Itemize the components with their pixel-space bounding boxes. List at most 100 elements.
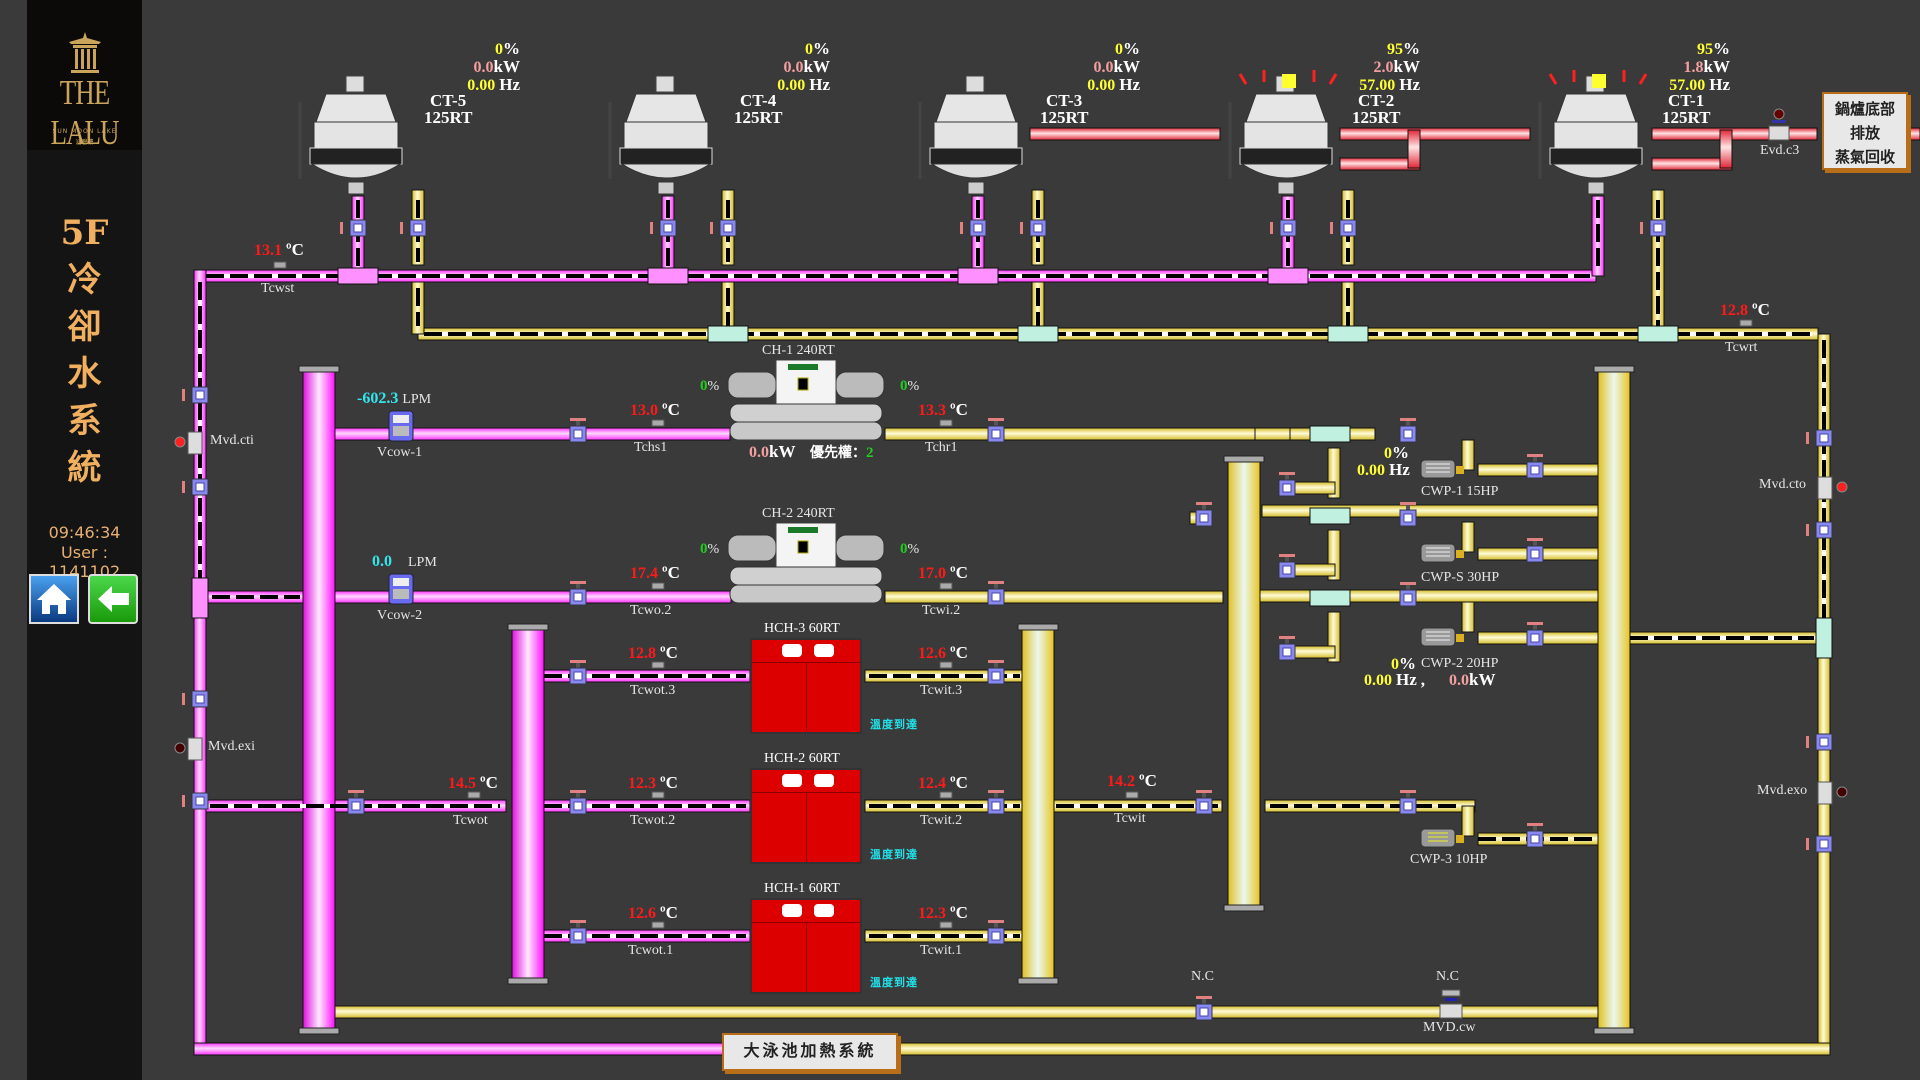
tcwit3-readout: 12.6 ºC [918,643,968,662]
ch1-left-load: 0% [700,378,720,394]
hch2-status: 溫度到達 [870,848,918,861]
pipe-bottom-return [193,1042,725,1056]
tcwit2-label: Tcwit.2 [920,813,963,828]
ct3-name: CT-3 [1046,91,1083,110]
cwp2-percent: 0% [1391,654,1416,673]
cooling-tower-ct3 [918,74,1024,196]
tcwi2-label: Tcwi.2 [922,603,961,618]
pump-cwp1-icon[interactable] [1420,458,1464,480]
logo-name: THE LALU [50,72,120,152]
motorized-valve-mvd-cti-icon[interactable] [174,428,208,456]
tcwst-label: Tcwst [261,281,295,296]
motorized-valve-mvd-exo-icon[interactable] [1814,778,1848,806]
mvd-cti-label: Mvd.cti [210,433,254,448]
tchs1-label: Tchs1 [634,440,668,455]
ct2-capacity: 125RT [1352,108,1401,127]
tcwot-label: Tcwot [453,813,488,828]
tchr1-readout: 13.3 ºC [918,400,968,419]
ct1-readout: 95% 1.8kW 57.00 Hz [1669,39,1730,94]
ch1-right-load: 0% [900,378,920,394]
flowmeter-vcow2-icon[interactable] [388,573,414,607]
hch3-name: HCH-3 60RT [764,621,840,636]
ch2-name: CH-2 240RT [762,506,835,521]
ct5-capacity: 125RT [424,108,473,127]
hch1-name: HCH-1 60RT [764,881,840,896]
chiller-ch2[interactable] [726,523,886,603]
motorized-valve-mvd-exi-icon[interactable] [174,734,208,762]
ct5-name: CT-5 [430,91,467,110]
tcwot2-label: Tcwot.2 [630,813,676,828]
vcow1-label: Vcow-1 [377,445,423,460]
pump-cwp3-icon[interactable] [1420,827,1464,849]
pavilion-logo-icon [69,32,101,73]
boiler-box-line: 蒸氣回收 [1834,148,1895,166]
boiler-steam-recovery-box[interactable]: 鍋爐底部 排放 蒸氣回收 [1822,92,1908,170]
nc-label: N.C [1436,969,1459,984]
cooling-tower-ct5 [298,74,404,196]
pump-cwp2-icon[interactable] [1420,626,1464,648]
ch1-priority: 優先權：2 [810,445,874,461]
ct3-readout: 0% 0.0kW 0.00 Hz [1087,39,1140,94]
tcwrt-readout: 12.8 ºC [1720,300,1770,319]
fan-running-indicator [1282,74,1606,88]
tcwrt-label: Tcwrt [1725,340,1758,355]
cooling-tower-ct4 [608,74,714,196]
tcwst-readout: 13.1 ºC [254,240,304,259]
pool-heating-system-box[interactable]: 大泳池加熱系統 [722,1033,898,1071]
tcwit1-label: Tcwit.1 [920,943,963,958]
floor-title: 5F [60,213,109,253]
title-char: 水 [67,354,102,394]
sidebar [27,0,142,1080]
tcwit2-readout: 12.4 ºC [918,773,968,792]
cwp1-label: CWP-1 15HP [1421,484,1499,499]
flowmeter-vcow1-icon[interactable] [388,410,414,444]
cwp1-percent: 0% [1384,443,1409,462]
heat-chiller-hch3[interactable] [750,638,862,734]
tcwot1-readout: 12.6 ºC [628,903,678,922]
ct4-readout: 0% 0.0kW 0.00 Hz [777,39,830,94]
mvd-cto-label: Mvd.cto [1759,477,1807,492]
heat-chiller-hch2[interactable] [750,768,862,864]
running-spark-icon [1238,70,1648,85]
ch2-left-load: 0% [700,541,720,557]
tcwot-readout: 14.5 ºC [448,773,498,792]
ct2-name: CT-2 [1358,91,1395,110]
cwp1-hz: 0.00 Hz [1357,460,1410,479]
clock: 09:46:34 [48,523,121,542]
hch1-status: 溫度到達 [870,976,918,989]
nc-label: N.C [1191,969,1214,984]
ch2-right-load: 0% [900,541,920,557]
tcwo2-readout: 17.4 ºC [630,563,680,582]
pipe-steam [1029,127,1221,141]
boiler-box-line: 排放 [1849,124,1880,142]
title-char: 冷 [67,260,102,300]
ct5-readout: 0% 0.0kW 0.00 Hz [467,39,520,94]
tcwit3-label: Tcwit.3 [920,683,963,698]
chiller-ch1[interactable] [726,360,886,440]
cwp2-label: CWP-2 20HP [1421,656,1499,671]
heat-chiller-hch1[interactable] [750,898,862,994]
home-button[interactable] [29,574,79,624]
tcwot2-readout: 12.3 ºC [628,773,678,792]
cwps-label: CWP-S 30HP [1421,570,1500,585]
ct5-kw: 0.0 [473,59,494,76]
title-char: 卻 [67,307,102,347]
evd-c3-label: Evd.c3 [1760,143,1800,158]
pump-cwps-icon[interactable] [1420,542,1464,564]
motorized-valve-mvd-cw-icon[interactable] [1438,988,1464,1022]
logo-subtitle: SUN MOON LAKE [52,128,117,135]
motorized-valve-mvd-cto-icon[interactable] [1814,473,1848,501]
ch1-name: CH-1 240RT [762,343,835,358]
tcwi2-readout: 17.0 ºC [918,563,968,582]
cooling-towers [298,70,1648,196]
hch2-name: HCH-2 60RT [764,751,840,766]
title-char: 統 [67,448,102,488]
cwp2-hz-kw: 0.00 Hz , 0.0kW [1364,670,1496,689]
mvd-exi-label: Mvd.exi [208,739,256,754]
header-hot-return [1021,629,1055,981]
back-button[interactable] [88,574,138,624]
tcwit1-readout: 12.3 ºC [918,903,968,922]
header-pump-suction [1227,461,1261,908]
motorized-valve-evd-c3-icon[interactable] [1766,108,1792,142]
